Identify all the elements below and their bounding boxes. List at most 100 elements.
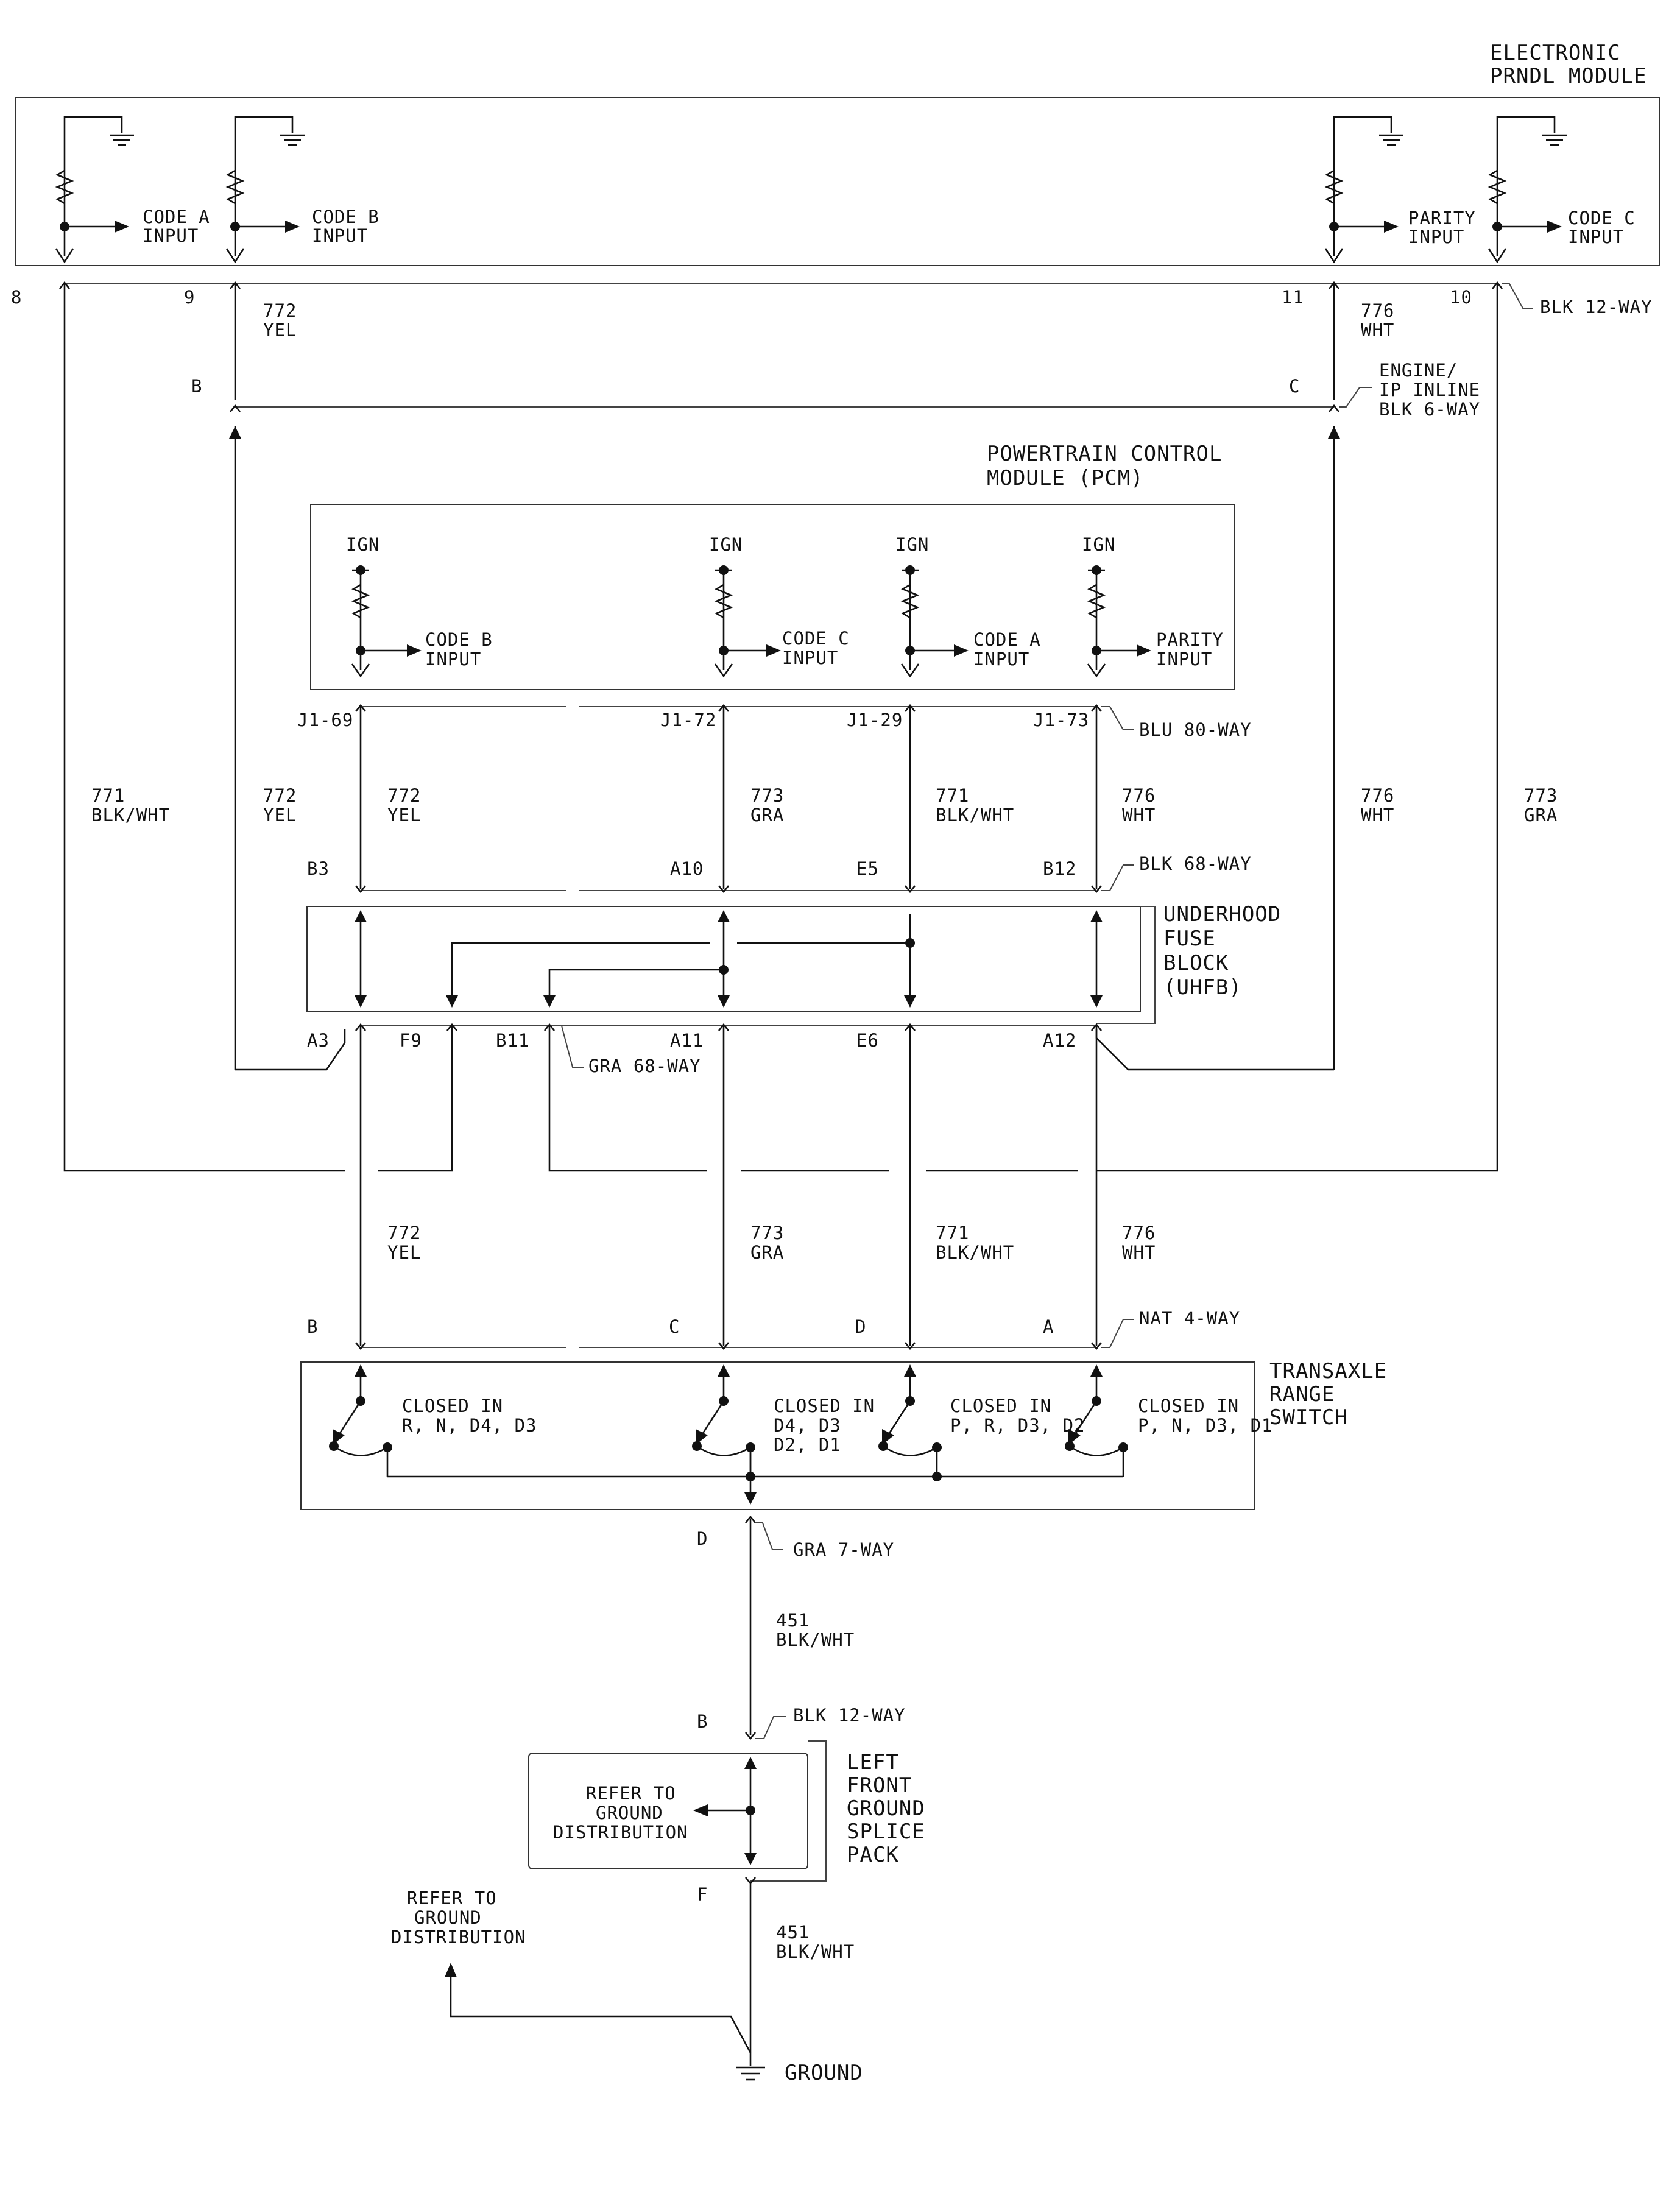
switch-3-line1: CLOSED IN bbox=[950, 1396, 1051, 1416]
wire-776-low-color: WHT bbox=[1122, 1242, 1156, 1263]
uhfb-label-4: (UHFB) bbox=[1163, 975, 1242, 1000]
pcm-input-3-line1: CODE A bbox=[973, 629, 1041, 650]
pin-b12: B12 bbox=[1043, 858, 1076, 879]
splice-label-3: GROUND bbox=[847, 1796, 925, 1821]
wire-772-pcm-num: 772 bbox=[387, 785, 421, 806]
connector-engine-ip-2: IP INLINE bbox=[1379, 380, 1480, 400]
wire-771-outer bbox=[63, 284, 345, 1172]
refer-inner-3: DISTRIBUTION bbox=[553, 1822, 688, 1843]
pin-splice-f: F bbox=[697, 1884, 708, 1905]
pin-j1-29: J1-29 bbox=[847, 710, 903, 730]
switch-1-line2: R, N, D4, D3 bbox=[402, 1415, 537, 1436]
pcm-input-1-line2: INPUT bbox=[425, 649, 481, 669]
wire-773-right-color: GRA bbox=[1524, 805, 1558, 825]
wire-776-right-num: 776 bbox=[1361, 785, 1394, 806]
uhfb-label-2: FUSE bbox=[1163, 927, 1216, 951]
prndl-input-2-line2: INPUT bbox=[312, 225, 368, 246]
pcm-ign-3: IGN bbox=[895, 534, 929, 555]
switch-4-line2: P, N, D3, D1 bbox=[1138, 1415, 1273, 1436]
wire-773-pcm-num: 773 bbox=[750, 785, 784, 806]
wire-772-left-num: 772 bbox=[263, 785, 297, 806]
uhfb-internal-circuit bbox=[355, 910, 1103, 1008]
pcm-input-1-line1: CODE B bbox=[425, 629, 493, 650]
connector-blk12: BLK 12-WAY bbox=[1540, 297, 1653, 317]
wire-451-b-num: 451 bbox=[776, 1922, 810, 1943]
refer-outer-2: GROUND bbox=[414, 1907, 482, 1928]
pcm-ign-1: IGN bbox=[346, 534, 379, 555]
pin-trs-a: A bbox=[1043, 1316, 1054, 1337]
wire-772-top-num: 772 bbox=[263, 300, 297, 321]
pin-gra7-d: D bbox=[697, 1528, 708, 1549]
wire-776-top-color: WHT bbox=[1361, 320, 1394, 341]
wire-776-pcm-num: 776 bbox=[1122, 785, 1156, 806]
prndl-circuit-code-c bbox=[1488, 116, 1567, 264]
prndl-input-3-line2: INPUT bbox=[1408, 227, 1464, 247]
trs-switch-1 bbox=[329, 1364, 392, 1477]
connector-engine-ip-1: ENGINE/ bbox=[1379, 360, 1458, 381]
splice-pack-box bbox=[528, 1753, 808, 1869]
pin-engine-b: B bbox=[191, 376, 202, 397]
prndl-input-4-line1: CODE C bbox=[1568, 208, 1636, 228]
pin-11: 11 bbox=[1282, 287, 1304, 308]
pin-b11: B11 bbox=[496, 1030, 529, 1051]
pin-trs-d: D bbox=[855, 1316, 866, 1337]
connector-engine-ip-3: BLK 6-WAY bbox=[1379, 399, 1480, 420]
switch-2-line2: D4, D3 bbox=[774, 1415, 841, 1436]
refer-outer-3: DISTRIBUTION bbox=[391, 1927, 526, 1947]
uhfb-label-1: UNDERHOOD bbox=[1163, 902, 1281, 927]
pin-trs-c: C bbox=[669, 1316, 680, 1337]
connector-blk12b: BLK 12-WAY bbox=[793, 1705, 906, 1726]
wire-773-low-num: 773 bbox=[750, 1223, 784, 1243]
connector-blk68: BLK 68-WAY bbox=[1139, 853, 1252, 874]
splice-label-5: PACK bbox=[847, 1843, 899, 1867]
splice-label-4: SPLICE bbox=[847, 1820, 925, 1844]
switch-2-line1: CLOSED IN bbox=[774, 1396, 875, 1416]
ground-label: GROUND bbox=[785, 2061, 863, 2085]
wire-771-low-color: BLK/WHT bbox=[936, 1242, 1014, 1263]
switch-4-line1: CLOSED IN bbox=[1138, 1396, 1239, 1416]
connector-gra7: GRA 7-WAY bbox=[793, 1539, 894, 1560]
wire-776-low-num: 776 bbox=[1122, 1223, 1156, 1243]
pcm-module-box bbox=[310, 504, 1235, 690]
ground-icon bbox=[736, 2058, 765, 2081]
wire-776-right-color: WHT bbox=[1361, 805, 1394, 825]
pin-e5: E5 bbox=[856, 858, 879, 879]
wire-776-top-num: 776 bbox=[1361, 300, 1394, 321]
pin-j1-69: J1-69 bbox=[297, 710, 353, 730]
pcm-circuit-code-a bbox=[900, 565, 969, 678]
prndl-title-2: PRNDL MODULE bbox=[1490, 64, 1647, 88]
prndl-title-1: ELECTRONIC bbox=[1490, 41, 1621, 65]
pin-splice-b: B bbox=[697, 1711, 708, 1732]
refer-outer-1: REFER TO bbox=[407, 1888, 497, 1908]
wire-773-pcm-color: GRA bbox=[750, 805, 784, 825]
pcm-input-4-line2: INPUT bbox=[1156, 649, 1212, 669]
prndl-input-1-line1: CODE A bbox=[143, 207, 210, 227]
pcm-ign-4: IGN bbox=[1082, 534, 1115, 555]
prndl-circuit-code-b bbox=[225, 116, 305, 264]
pcm-circuit-code-b bbox=[351, 565, 422, 678]
prndl-input-3-line1: PARITY bbox=[1408, 208, 1476, 228]
pin-a10: A10 bbox=[670, 858, 704, 879]
wire-771-pcm-color: BLK/WHT bbox=[936, 805, 1014, 825]
splice-label-2: FRONT bbox=[847, 1773, 912, 1798]
uhfb-label-3: BLOCK bbox=[1163, 951, 1229, 975]
wire-771-left-color: BLK/WHT bbox=[91, 805, 170, 825]
pin-engine-c: C bbox=[1289, 376, 1300, 397]
trs-switch-4 bbox=[1065, 1364, 1128, 1477]
wire-772-low-color: YEL bbox=[387, 1242, 421, 1263]
wire-772-low-num: 772 bbox=[387, 1223, 421, 1243]
wire-771-low-num: 771 bbox=[936, 1223, 969, 1243]
uhfb-box bbox=[306, 906, 1141, 1012]
switch-1-line1: CLOSED IN bbox=[402, 1396, 503, 1416]
pcm-circuit-parity bbox=[1087, 565, 1151, 678]
pcm-input-4-line1: PARITY bbox=[1156, 629, 1224, 650]
pcm-ign-2: IGN bbox=[709, 534, 743, 555]
wire-451-a-color: BLK/WHT bbox=[776, 1629, 855, 1650]
trs-common-bus bbox=[387, 1447, 1123, 1505]
pin-a3: A3 bbox=[307, 1030, 330, 1051]
prndl-circuit-code-a bbox=[55, 116, 134, 264]
pcm-title-1: POWERTRAIN CONTROL bbox=[987, 442, 1222, 466]
prndl-input-1-line2: INPUT bbox=[143, 225, 199, 246]
trs-switch-3 bbox=[878, 1364, 942, 1477]
